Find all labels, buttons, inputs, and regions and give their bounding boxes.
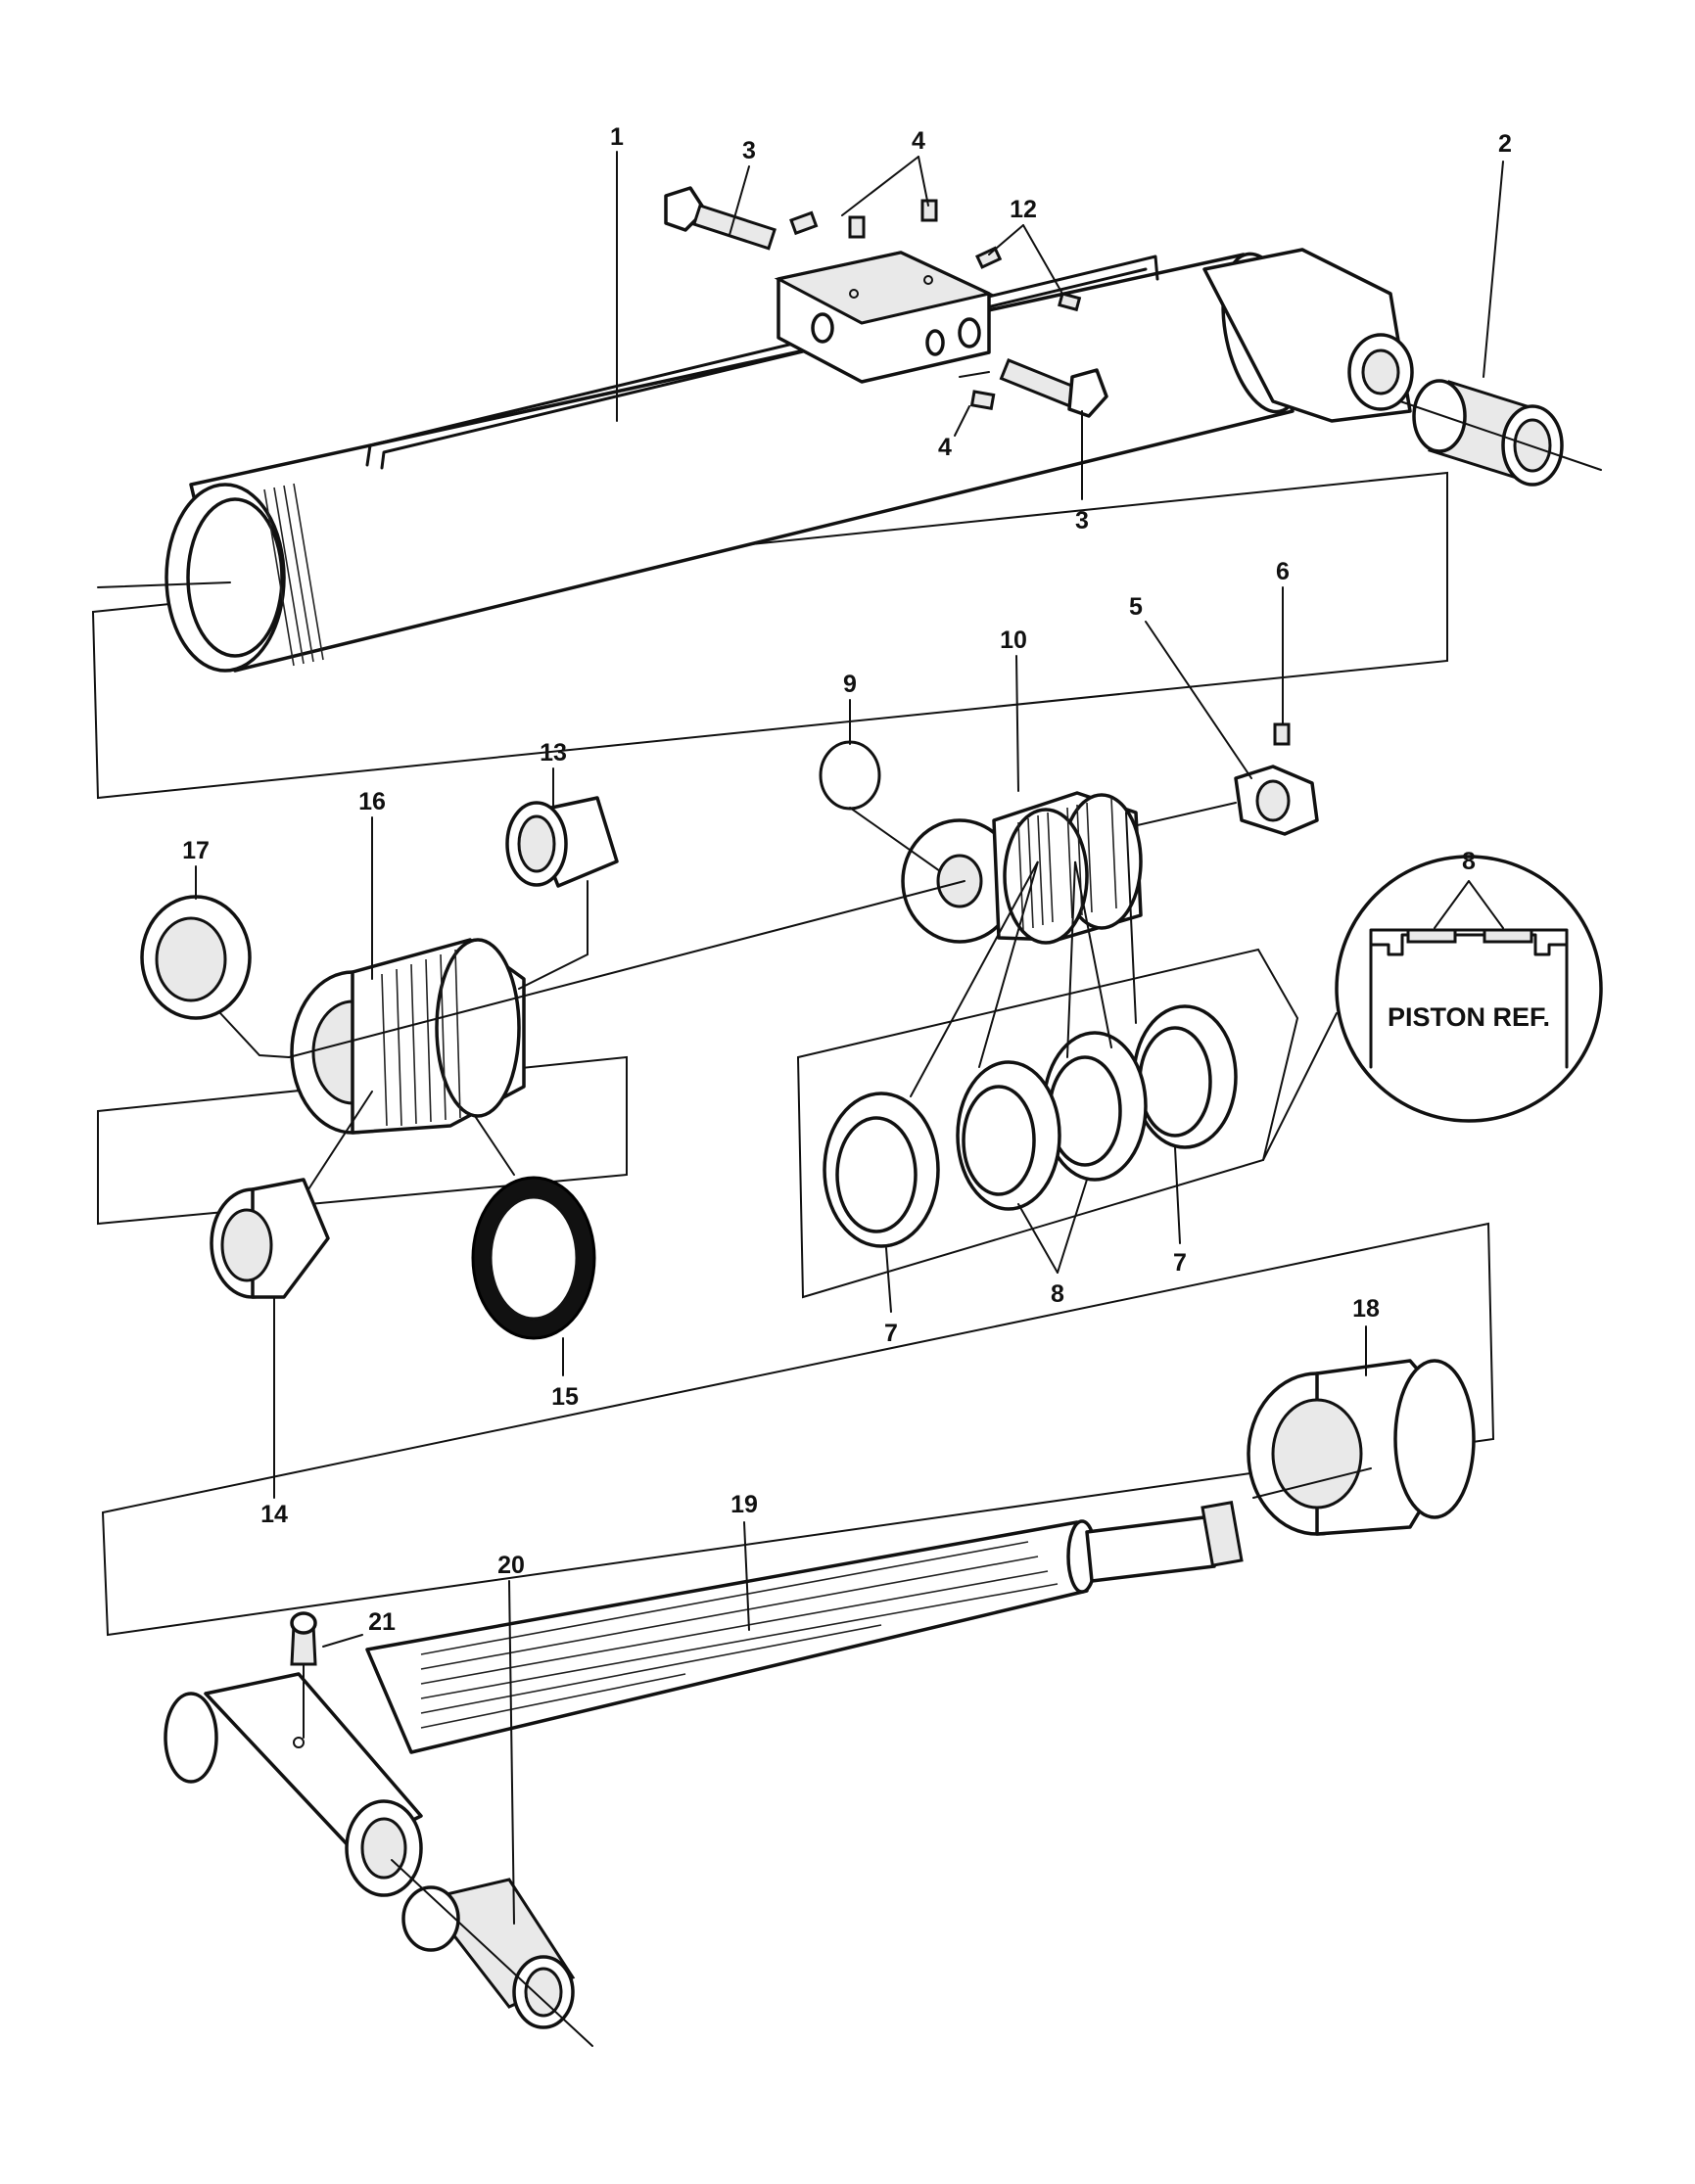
callout-1: 1 [610,123,624,151]
callout-2: 2 [1498,130,1512,158]
piston-seals [823,1004,1238,1248]
bush-13 [505,796,619,888]
callout-9: 9 [843,671,857,698]
callout-17: 17 [182,837,210,864]
callout-18: 18 [1352,1295,1380,1323]
callout-4-top: 4 [912,127,925,155]
o-ring [819,740,881,811]
piston-ref-inset: PISTON REF. [1335,855,1603,1123]
callout-3-bottom: 3 [1075,507,1089,534]
callout-7-right: 7 [1173,1249,1187,1277]
leader-lines [195,151,1504,1925]
gland-seal-15 [471,1176,596,1340]
callout-10: 10 [1000,627,1027,654]
callout-21: 21 [368,1608,396,1636]
grub-screws [789,199,1082,410]
callout-20: 20 [497,1552,525,1579]
fitting-top [664,186,777,251]
cylinder-barrel [97,248,1414,673]
callout-13: 13 [540,739,567,767]
panel-piston-seals [796,948,1299,1299]
gland [290,938,526,1135]
piston-nut [1234,722,1319,836]
panel-rod [101,1222,1495,1637]
rod-eye [164,1672,423,1897]
callout-labels: 1 2 3 3 4 4 12 5 6 10 9 13 16 17 8 7 8 7… [182,123,1512,1636]
callout-19: 19 [730,1491,758,1518]
rod-gland-18 [1247,1359,1476,1536]
callout-6: 6 [1276,558,1290,585]
callout-5: 5 [1129,593,1143,621]
callout-8-inset: 8 [1462,848,1476,875]
fitting-bottom [999,358,1108,418]
callout-14: 14 [260,1501,288,1528]
grease-nipple [290,1611,317,1739]
bush-14 [210,1178,330,1299]
wiper-seal [140,895,252,1020]
callout-7-left: 7 [884,1320,898,1347]
callout-8-seals: 8 [1051,1280,1064,1308]
panel-barrel [91,471,1448,800]
callout-16: 16 [358,788,386,815]
callout-15: 15 [551,1383,579,1411]
bushing-right [1399,379,1602,487]
callout-12: 12 [1010,196,1037,223]
callout-4-bottom: 4 [938,434,952,461]
piston-ref-label: PISTON REF. [1388,1002,1550,1032]
valve-block [774,251,994,384]
piston-rod [365,1501,1244,1754]
callout-3-top: 3 [742,137,756,164]
bushing-rod-eye [391,1859,593,2047]
